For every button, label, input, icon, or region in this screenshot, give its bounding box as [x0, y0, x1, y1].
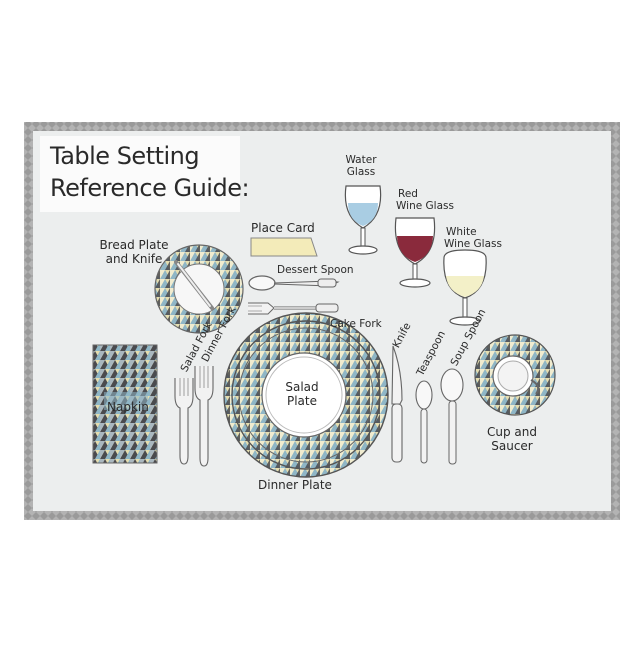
salad-plate-label-line2: Plate	[286, 394, 317, 408]
water-glass-label-line1: Water	[345, 154, 377, 166]
dessert-spoon-label: Dessert Spoon	[277, 264, 354, 276]
napkin-icon	[92, 344, 158, 464]
white-wine-glass-label: White Wine Glass	[444, 226, 502, 250]
bread-plate-label-line1: Bread Plate	[99, 238, 169, 252]
cup-and-saucer-label-line1: Cup and	[487, 425, 537, 439]
dinner-fork-icon	[194, 366, 214, 467]
salad-plate-icon	[261, 352, 347, 438]
place-card-icon	[250, 237, 318, 257]
water-glass-label: Water Glass	[341, 154, 381, 178]
salad-plate-label-line1: Salad	[285, 380, 319, 394]
white-wine-label-line2: Wine Glass	[444, 238, 502, 250]
soup-spoon-icon	[440, 368, 464, 465]
salad-plate-label: Salad Plate	[270, 380, 334, 408]
cup-and-saucer-icon	[474, 334, 556, 416]
knife-icon	[391, 345, 403, 463]
napkin-label: Napkin	[107, 400, 149, 414]
title-line-2: Reference Guide:	[50, 174, 250, 202]
bread-plate-label: Bread Plate and Knife	[96, 238, 172, 266]
cup-and-saucer-label-line2: Saucer	[491, 439, 533, 453]
title-line-1: Table Setting	[50, 142, 200, 170]
white-wine-glass-icon	[443, 249, 487, 326]
salad-fork-icon	[174, 378, 194, 465]
dinner-plate-label: Dinner Plate	[258, 478, 332, 492]
cake-fork-icon	[248, 302, 339, 315]
dessert-spoon-icon	[248, 275, 340, 291]
water-glass-icon	[344, 185, 382, 255]
teaspoon-icon	[415, 380, 433, 464]
white-wine-label-line1: White	[446, 226, 477, 238]
title-box	[40, 136, 240, 212]
place-card-label: Place Card	[251, 221, 315, 235]
red-wine-glass-label: Red Wine Glass	[396, 188, 454, 212]
cake-fork-label: Cake Fork	[330, 318, 382, 330]
cup-and-saucer-label: Cup and Saucer	[480, 425, 544, 453]
water-glass-label-line2: Glass	[346, 166, 376, 178]
red-wine-glass-icon	[394, 217, 436, 288]
bread-plate-label-line2: and Knife	[105, 252, 163, 266]
bread-plate-icon	[154, 244, 244, 334]
red-wine-label-line2: Wine Glass	[396, 200, 454, 212]
red-wine-label-line1: Red	[398, 188, 418, 200]
